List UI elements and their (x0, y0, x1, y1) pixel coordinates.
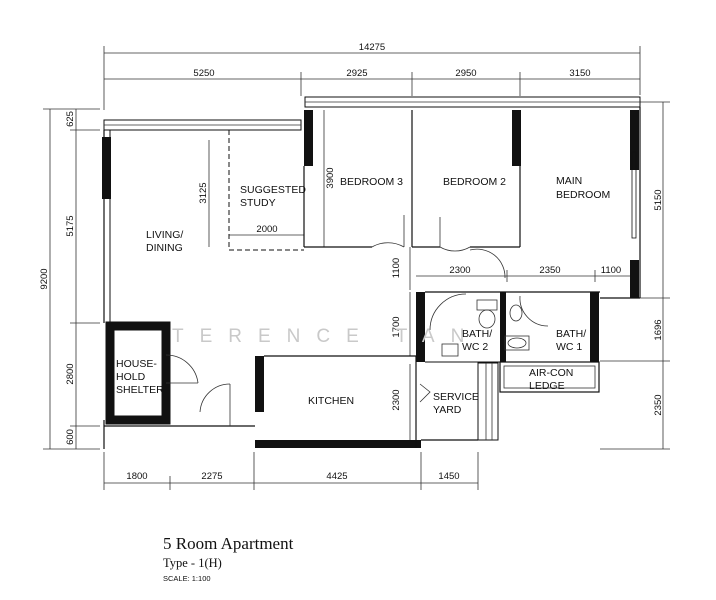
dim-top-1: 5250 (193, 68, 214, 79)
label-living-1: LIVING/ (146, 229, 183, 241)
plan-title: 5 Room Apartment (163, 534, 294, 553)
label-study-1: SUGGESTED (240, 184, 306, 196)
doors (165, 215, 549, 426)
dim-bath-row-1: 2300 (449, 265, 470, 276)
dim-overall-width: 14275 (359, 42, 385, 53)
dim-study-height: 3125 (198, 182, 209, 203)
dim-left-1: 625 (65, 111, 76, 127)
label-aircon-2: LEDGE (529, 380, 565, 392)
dim-left-total: 9200 (39, 268, 50, 289)
label-shelter-2: HOLD (116, 371, 146, 383)
label-bath-2-2: WC 2 (462, 341, 488, 353)
dimension-labels: 14275 5250 2925 2950 3150 9200 625 5175 … (39, 42, 664, 482)
dim-left-3: 2800 (65, 363, 76, 384)
room-labels: LIVING/ DINING SUGGESTED STUDY BEDROOM 3… (116, 175, 610, 416)
dim-corridor: 1100 (391, 258, 402, 278)
label-service-yard-1: SERVICE (433, 391, 479, 403)
label-bath-1-2: WC 1 (556, 341, 582, 353)
dim-bottom-2: 2275 (201, 471, 222, 482)
dim-bottom-4: 1450 (438, 471, 459, 482)
dim-left-2: 5175 (65, 215, 76, 236)
dim-study-width: 2000 (256, 224, 277, 235)
walls (102, 96, 641, 449)
label-bedroom-2: BEDROOM 2 (443, 176, 506, 188)
label-bedroom-3: BEDROOM 3 (340, 176, 403, 188)
dim-bath-height: 1700 (391, 316, 402, 337)
label-bath-1-1: BATH/ (556, 328, 586, 340)
dimension-lines (43, 46, 670, 490)
watermark: TERENCE TAN (172, 326, 480, 347)
dim-left-4: 600 (65, 429, 76, 445)
dim-top-3: 2950 (455, 68, 476, 79)
label-kitchen: KITCHEN (308, 395, 354, 407)
dim-bedroom3-height: 3900 (325, 167, 336, 188)
label-main-bedroom-1: MAIN (556, 175, 582, 187)
label-study-2: STUDY (240, 197, 276, 209)
dim-right-2: 1696 (653, 319, 664, 340)
dim-top-2: 2925 (346, 68, 367, 79)
dim-bottom-1: 1800 (126, 471, 147, 482)
label-aircon-1: AIR-CON (529, 367, 573, 379)
label-bath-2-1: BATH/ (462, 328, 492, 340)
dim-kitchen-height: 2300 (391, 389, 402, 410)
dim-bath-row-2: 2350 (539, 265, 560, 276)
title-block: 5 Room Apartment Type - 1(H) SCALE: 1:10… (163, 534, 294, 583)
label-main-bedroom-2: BEDROOM (556, 189, 610, 201)
label-shelter-3: SHELTER (116, 384, 164, 396)
label-living-2: DINING (146, 242, 183, 254)
dim-right-3: 2350 (653, 394, 664, 415)
dim-bottom-3: 4425 (326, 471, 347, 482)
label-service-yard-2: YARD (433, 404, 462, 416)
plan-scale: SCALE: 1:100 (163, 574, 211, 583)
dim-right-1: 5150 (653, 189, 664, 210)
label-shelter-1: HOUSE- (116, 358, 157, 370)
plan-type: Type - 1(H) (163, 556, 222, 570)
dim-top-4: 3150 (569, 68, 590, 79)
dim-bath-row-3: 1100 (601, 265, 621, 276)
